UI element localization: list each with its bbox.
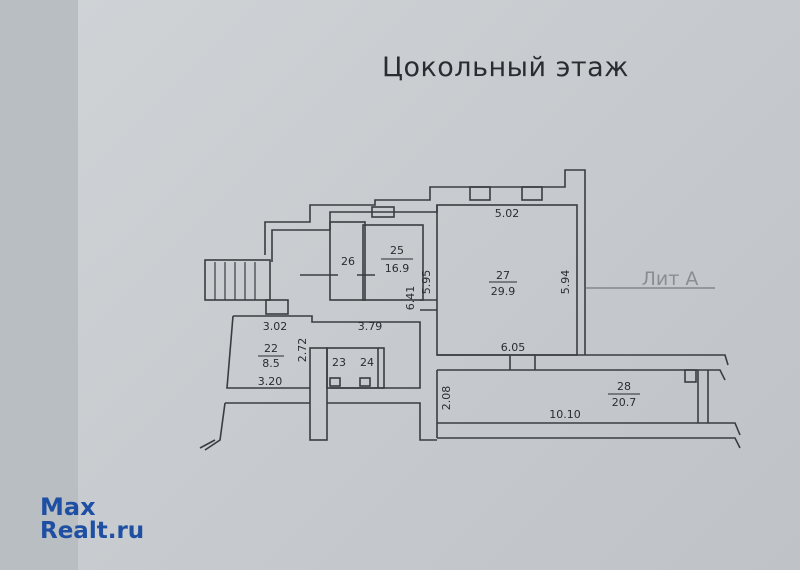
watermark-line2: Realt.ru <box>40 518 145 544</box>
dim-5-02: 5.02 <box>495 207 520 220</box>
dim-5-94: 5.94 <box>559 270 572 295</box>
paper-sheet <box>78 0 800 570</box>
room-25-number: 25 <box>390 244 404 257</box>
section-label: Лит А <box>642 268 699 290</box>
room-26-number: 26 <box>341 255 355 268</box>
dim-3-02: 3.02 <box>263 320 288 333</box>
dim-2-72: 2.72 <box>296 338 309 363</box>
dim-3-20: 3.20 <box>258 375 283 388</box>
room-23-number: 23 <box>332 356 346 369</box>
room-28-area: 20.7 <box>612 396 637 409</box>
room-22-number: 22 <box>264 342 278 355</box>
room-24-number: 24 <box>360 356 374 369</box>
watermark-logo: Max Realt.ru <box>40 495 144 543</box>
floor-title: Цокольный этаж <box>382 52 629 83</box>
watermark-line1: Max <box>40 493 96 521</box>
dim-5-95: 5.95 <box>420 270 433 295</box>
dim-2-08: 2.08 <box>440 386 453 411</box>
walls <box>199 169 741 451</box>
room-27-area: 29.9 <box>491 285 516 298</box>
dim-3-79: 3.79 <box>358 320 383 333</box>
dim-6-05: 6.05 <box>501 341 526 354</box>
room-25-area: 16.9 <box>385 262 410 275</box>
room-28-number: 28 <box>617 380 631 393</box>
room-27-number: 27 <box>496 269 510 282</box>
page-edge-shadow <box>0 0 78 570</box>
room-22-area: 8.5 <box>262 357 280 370</box>
dim-10-10: 10.10 <box>549 408 581 421</box>
dim-6-41: 6.41 <box>404 286 417 311</box>
